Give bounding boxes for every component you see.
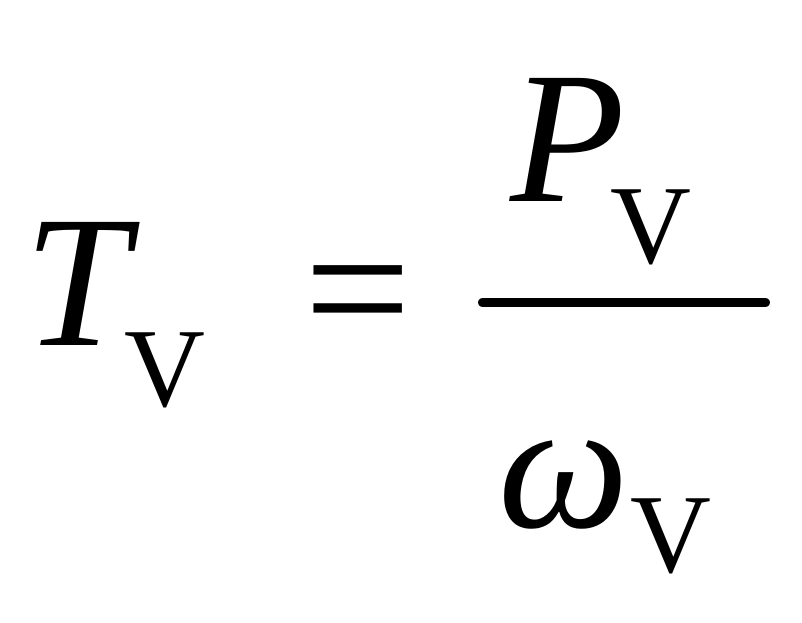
denominator-subscript: V: [630, 473, 711, 597]
numerator-subscript: V: [610, 164, 691, 288]
fraction-bar: [478, 298, 770, 307]
denominator-symbol: ω: [498, 363, 629, 568]
numerator-symbol: P: [510, 33, 625, 242]
lhs-symbol: T: [24, 177, 129, 386]
lhs-subscript: V: [124, 307, 205, 431]
equals-sign: =: [304, 184, 412, 394]
